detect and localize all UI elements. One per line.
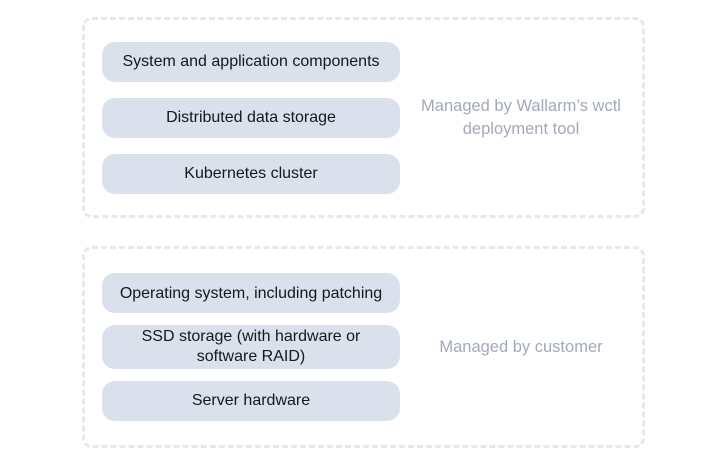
group-label-customer: Managed by customer	[400, 336, 642, 358]
pill-ssd-storage-raid: SSD storage (with hardware or software R…	[102, 325, 400, 369]
group-customer-managed: Operating system, including patching SSD…	[82, 246, 645, 448]
pill-server-hardware: Server hardware	[102, 380, 400, 421]
pill-operating-system-including-patching: Operating system, including patching	[102, 273, 400, 314]
pill-column-wallarm: System and application components Distri…	[102, 41, 400, 194]
pill-column-customer: Operating system, including patching SSD…	[102, 273, 400, 421]
group-label-customer-text: Managed by customer	[439, 337, 603, 356]
pill-system-and-application-components: System and application components	[102, 41, 400, 82]
group-label-wallarm: Managed by Wallarm’s wctl deployment too…	[400, 95, 642, 140]
group-wallarm-managed: System and application components Distri…	[82, 17, 645, 218]
pill-kubernetes-cluster: Kubernetes cluster	[102, 153, 400, 194]
group-label-wallarm-text: Managed by Wallarm’s wctl deployment too…	[421, 97, 621, 138]
pill-distributed-data-storage: Distributed data storage	[102, 97, 400, 138]
